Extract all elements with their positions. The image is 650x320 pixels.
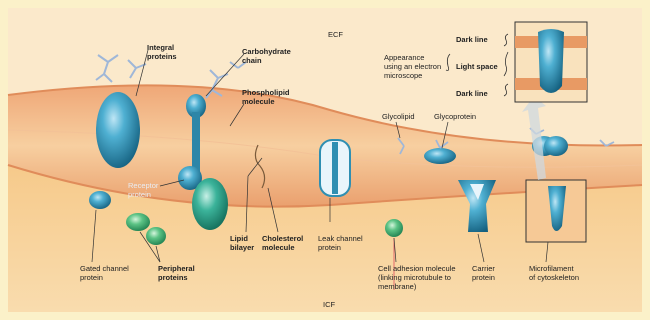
- em-protein: [538, 29, 564, 93]
- glycoprotein-label: Glycoprotein: [434, 112, 476, 121]
- cell-adhesion-molecule-label: Cell adhesion molecule (linking microtub…: [378, 264, 456, 291]
- glycoprotein-shape: [424, 148, 456, 164]
- dark-line-top-label: Dark line: [456, 35, 488, 44]
- right-protein-2: [544, 136, 568, 156]
- integral-protein-stalk: [192, 112, 200, 174]
- ecf-label: ECF: [328, 30, 343, 39]
- leak-channel-shape: [320, 140, 350, 196]
- dark-line-bottom-label: Dark line: [456, 89, 488, 98]
- icf-label: ICF: [323, 300, 335, 309]
- glycolipid-label: Glycolipid: [382, 112, 415, 121]
- cell-adhesion-shape: [385, 219, 403, 237]
- light-space-label: Light space: [456, 62, 498, 71]
- integral-protein-large: [96, 92, 140, 168]
- peripheral-protein-1: [126, 213, 150, 231]
- receptor-protein-shape: [192, 178, 228, 230]
- peripheral-protein-2: [146, 227, 166, 245]
- appearance-label: Appearance using an electron microscope: [384, 53, 441, 80]
- gated-channel-shape: [89, 191, 111, 209]
